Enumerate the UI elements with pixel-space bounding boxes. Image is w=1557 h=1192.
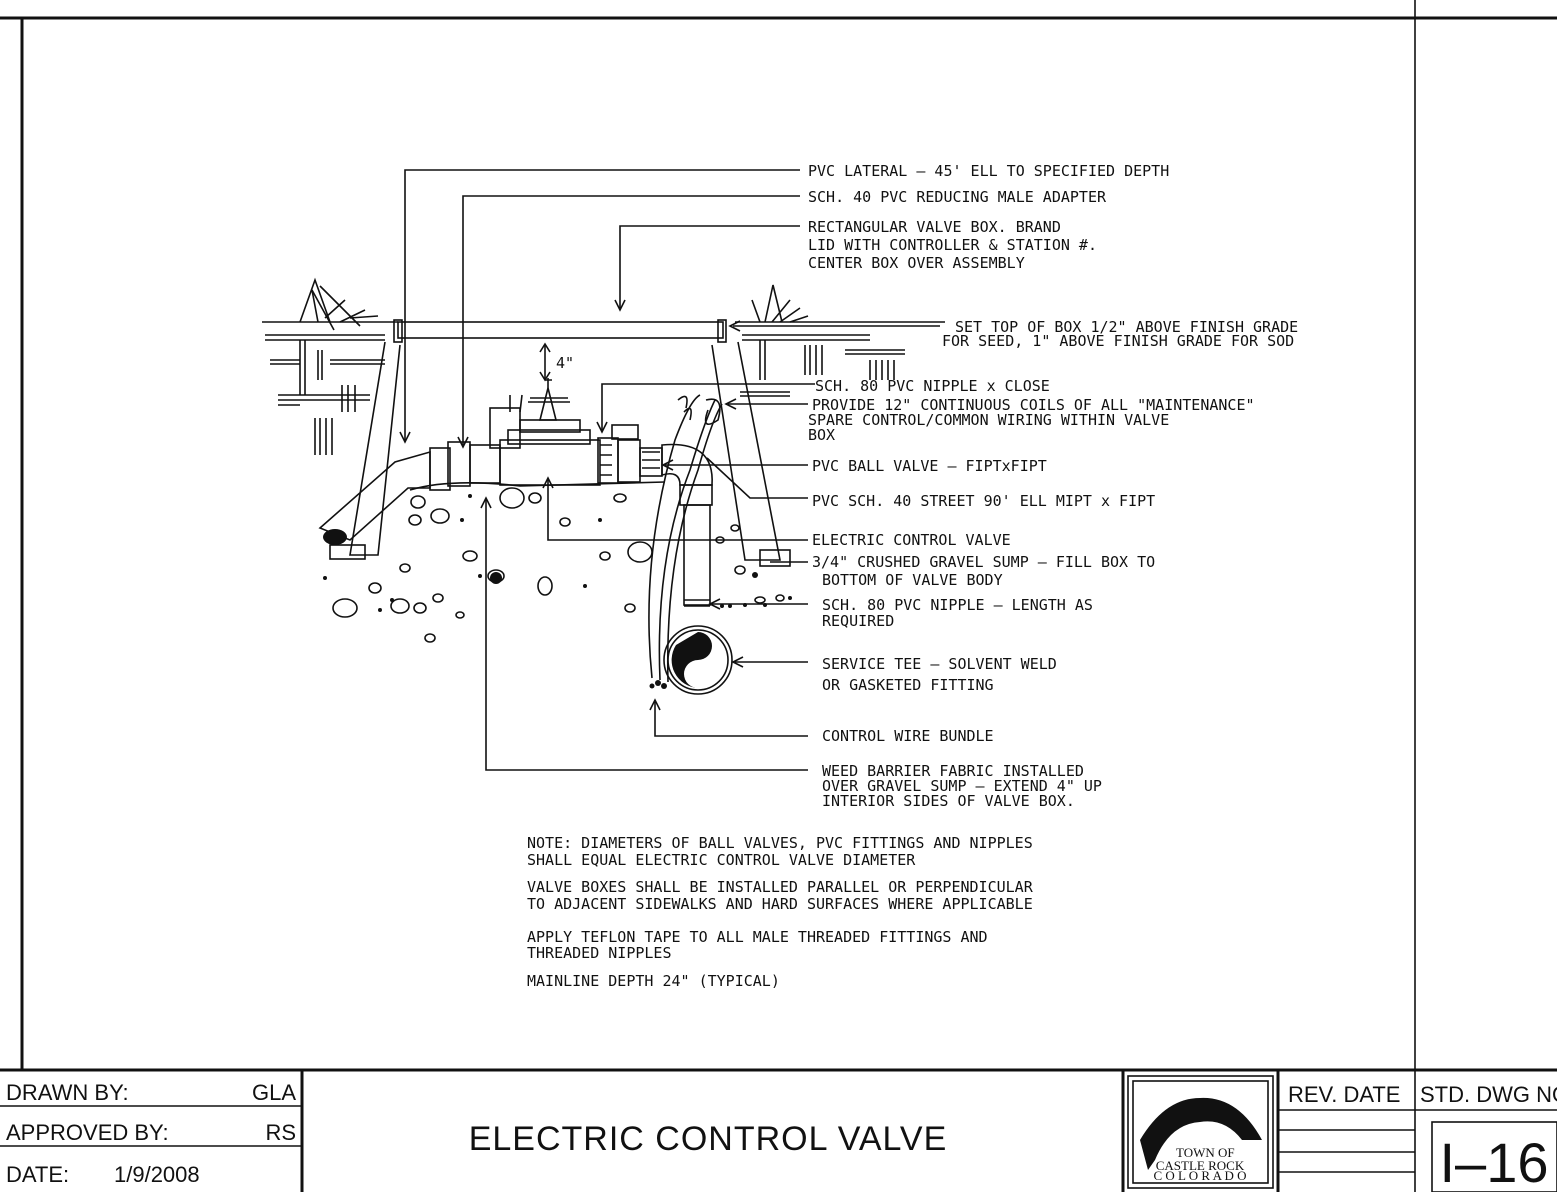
callout-weed-barrier: WEED BARRIER FABRIC INSTALLED OVER GRAVE… bbox=[822, 762, 1111, 810]
turf-left bbox=[262, 277, 398, 455]
rev-date-label: REV. DATE bbox=[1288, 1082, 1400, 1107]
valve-box-wall-left bbox=[349, 341, 401, 556]
dimension-label: 4" bbox=[556, 354, 574, 372]
callout-labels: PVC LATERAL – 45' ELL TO SPECIFIED DEPTH… bbox=[808, 162, 1307, 810]
callout-control-valve: ELECTRIC CONTROL VALVE bbox=[812, 531, 1011, 549]
drawn-by-value: GLA bbox=[252, 1080, 296, 1105]
approved-by-label: APPROVED BY: bbox=[6, 1120, 169, 1145]
reducing-adapter bbox=[447, 441, 471, 487]
gravel-sump bbox=[332, 487, 785, 643]
logo-colorado: C O L O R A D O bbox=[1153, 1168, 1246, 1183]
callout-sch80-nipple: SCH. 80 PVC NIPPLE – LENGTH AS REQUIRED bbox=[822, 596, 1102, 630]
valve-detail-drawing: 4" bbox=[262, 169, 945, 771]
callout-gravel-sump: 3/4" CRUSHED GRAVEL SUMP – FILL BOX TO B… bbox=[812, 553, 1164, 589]
electric-control-valve bbox=[489, 378, 601, 486]
callout-nipple-close: SCH. 80 PVC NIPPLE x CLOSE bbox=[815, 377, 1050, 395]
std-dwg-no-label: STD. DWG NO. bbox=[1420, 1082, 1557, 1107]
logo-town-of: TOWN OF bbox=[1176, 1145, 1235, 1160]
gravel-fill-dots bbox=[323, 494, 792, 612]
callout-pvc-lateral: PVC LATERAL – 45' ELL TO SPECIFIED DEPTH bbox=[808, 162, 1169, 180]
callout-set-top-of-box: SET TOP OF BOX 1/2" ABOVE FINISH GRADE F… bbox=[942, 318, 1307, 350]
leader-lines bbox=[399, 169, 940, 771]
std-dwg-number: I–16 bbox=[1440, 1131, 1549, 1192]
note-diameters: NOTE: DIAMETERS OF BALL VALVES, PVC FITT… bbox=[527, 834, 1042, 869]
callout-reducing-adapter: PVC LATERAL – 45' ELL TO SPECIFIED DEPTH… bbox=[808, 188, 1107, 206]
soil-hatch-left bbox=[265, 334, 385, 455]
callout-valve-box: RECTANGULAR VALVE BOX. BRAND LID WITH CO… bbox=[808, 218, 1106, 272]
dimension-4in: 4" bbox=[539, 342, 574, 382]
sch80-nipple bbox=[683, 504, 711, 606]
logo-castle-rock: CASTLE ROCK bbox=[1156, 1158, 1245, 1173]
valve-box-lid bbox=[397, 321, 724, 339]
callout-ball-valve: PVC BALL VALVE – FIPTxFIPT bbox=[812, 457, 1047, 475]
drawing-title: ELECTRIC CONTROL VALVE bbox=[469, 1120, 948, 1158]
drawn-by-label: DRAWN BY: bbox=[6, 1080, 129, 1105]
note-valve-boxes: VALVE BOXES SHALL BE INSTALLED PARALLEL … bbox=[527, 878, 1042, 913]
title-block: DRAWN BY: GLA APPROVED BY: RS DATE: 1/9/… bbox=[0, 1070, 1557, 1192]
weed-barrier bbox=[409, 481, 666, 491]
control-wire-bundle bbox=[648, 394, 723, 689]
callout-wire-coils: PROVIDE 12" CONTINUOUS COILS OF ALL "MAI… bbox=[808, 396, 1264, 444]
callout-wire-bundle: CONTROL WIRE BUNDLE bbox=[822, 727, 994, 745]
callout-street-ell: PVC SCH. 40 STREET 90' ELL MIPT x FIPT bbox=[812, 492, 1155, 510]
date-value: 1/9/2008 bbox=[114, 1162, 200, 1187]
valve-box-wall-right bbox=[711, 341, 781, 561]
general-notes: NOTE: DIAMETERS OF BALL VALVES, PVC FITT… bbox=[527, 834, 1042, 990]
pvc-ball-valve bbox=[597, 424, 663, 484]
approved-by-value: RS bbox=[265, 1120, 296, 1145]
callout-service-tee: SERVICE TEE – SOLVENT WELD OR GASKETED F… bbox=[822, 655, 1066, 694]
date-label: DATE: bbox=[6, 1162, 69, 1187]
note-mainline-depth: MAINLINE DEPTH 24" (TYPICAL) bbox=[527, 972, 780, 990]
castle-rock-logo: TOWN OF CASTLE ROCK C O L O R A D O bbox=[1127, 1075, 1274, 1189]
pvc-lateral-45-ell bbox=[318, 447, 451, 545]
service-tee bbox=[663, 625, 733, 695]
street-90-ell bbox=[661, 443, 713, 506]
note-teflon-tape: APPLY TEFLON TAPE TO ALL MALE THREADED F… bbox=[527, 928, 997, 962]
